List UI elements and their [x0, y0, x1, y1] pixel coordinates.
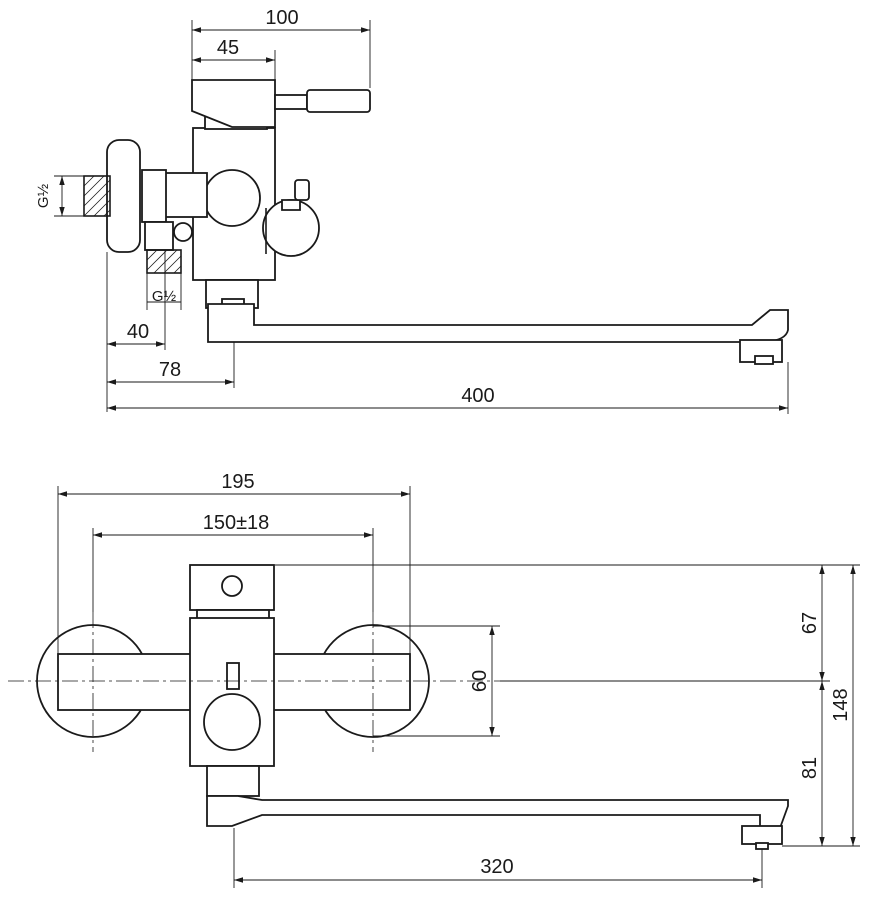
spout-front — [206, 795, 789, 829]
wall-thread-hatch — [83, 175, 111, 217]
dim-total-height: 148 — [830, 688, 852, 721]
bottom-thread-hatch — [146, 249, 182, 274]
dim-wall-to-body: 40 — [127, 321, 149, 343]
dim-flange-width: 195 — [221, 471, 254, 493]
dim-axis-to-spout: 81 — [799, 757, 821, 779]
dim-handle-axis: 45 — [217, 37, 239, 59]
dim-center-distance: 150±18 — [203, 512, 270, 534]
dim-total-length: 400 — [461, 385, 494, 407]
front-view: 195 150±18 60 67 81 148 320 — [8, 471, 860, 888]
thread-wall-label: G½ — [35, 183, 52, 208]
dim-flange-height: 60 — [469, 670, 491, 692]
left-arm — [57, 653, 197, 711]
dim-spout-reach: 320 — [480, 856, 513, 878]
dim-wall-to-spout: 78 — [159, 359, 181, 381]
thread-bottom-label: G½ — [152, 288, 177, 305]
mixer-body-front — [189, 564, 275, 797]
right-arm — [267, 653, 411, 711]
mixer-body-side — [106, 79, 789, 365]
side-view: 100 45 G½ G½ 40 78 400 — [35, 7, 789, 414]
dim-handle-total: 100 — [265, 7, 298, 29]
spout-aerator — [741, 825, 783, 845]
dim-top-to-axis: 67 — [799, 612, 821, 634]
